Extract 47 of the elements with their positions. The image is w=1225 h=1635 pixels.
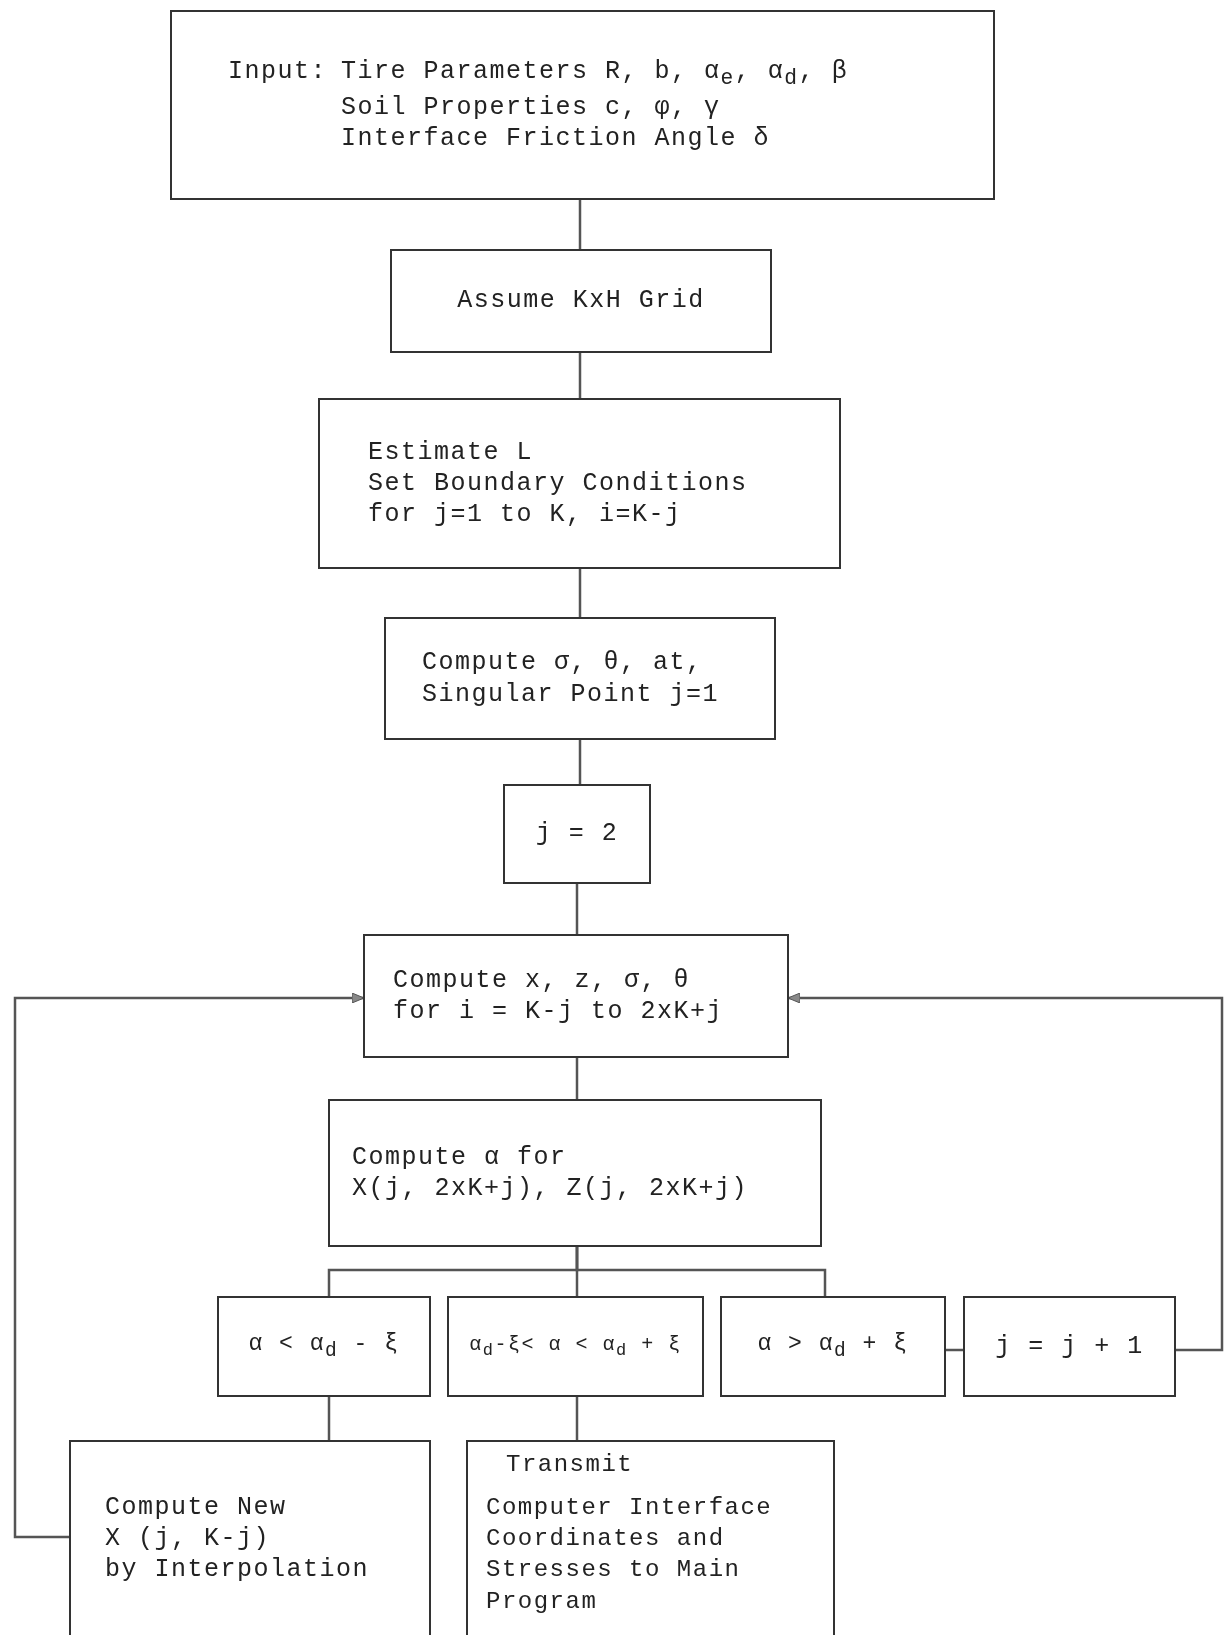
process-box bbox=[384, 617, 776, 740]
box-text: α > α$_{d}$ + ξ bbox=[757, 1329, 909, 1364]
box-heading: Transmit bbox=[505, 1450, 634, 1480]
box-text: Input: bbox=[228, 55, 327, 88]
connector-line bbox=[575, 1058, 579, 1099]
condition-box bbox=[447, 1296, 704, 1397]
box-text: Compute New bbox=[105, 1491, 287, 1523]
connector-line bbox=[575, 1397, 579, 1440]
process-box bbox=[363, 934, 789, 1058]
box-text: Tire Parameters R, b, α$_{e}$, α$_{d}$, β bbox=[341, 55, 849, 92]
box-text: α < α$_{d}$ - ξ bbox=[248, 1329, 400, 1364]
input-box bbox=[170, 10, 995, 200]
box-text: Compute σ, θ, at, bbox=[422, 647, 703, 679]
box-text: Set Boundary Conditions bbox=[368, 467, 748, 500]
connector-line bbox=[578, 569, 582, 617]
box-text: j = j + 1 bbox=[995, 1330, 1144, 1363]
connector-line bbox=[327, 1397, 331, 1440]
connector-line bbox=[578, 353, 582, 398]
connector-line bbox=[575, 1247, 827, 1296]
box-text: Assume KxH Grid bbox=[457, 285, 705, 317]
box-text: α$_{d}$-ξ< α < α$_{d}$ + ξ bbox=[469, 1331, 682, 1362]
box-text: j = 2 bbox=[535, 818, 619, 850]
box-text: Interface Friction Angle δ bbox=[341, 122, 772, 155]
output-box bbox=[466, 1440, 835, 1635]
process-box bbox=[318, 398, 841, 569]
box-text: Soil Properties c, φ, γ bbox=[341, 91, 722, 123]
condition-box bbox=[720, 1296, 946, 1397]
box-text: Computer Interface Coordinates and Stresses to Main Program bbox=[486, 1493, 774, 1617]
box-text: by Interpolation bbox=[105, 1554, 370, 1586]
assignment-box bbox=[963, 1296, 1176, 1397]
connector-line bbox=[575, 884, 579, 934]
box-text: for i = K-j to 2xK+j bbox=[393, 996, 724, 1028]
connector-line bbox=[578, 740, 582, 784]
assignment-box bbox=[503, 784, 651, 884]
box-text: Singular Point j=1 bbox=[422, 678, 720, 710]
condition-box bbox=[217, 1296, 431, 1397]
box-text: Compute α for bbox=[352, 1141, 567, 1173]
connector-line bbox=[578, 200, 582, 249]
process-box bbox=[390, 249, 772, 353]
box-text: X(j, 2xK+j), Z(j, 2xK+j) bbox=[352, 1173, 749, 1205]
process-box bbox=[69, 1440, 431, 1635]
box-text: X (j, K-j) bbox=[105, 1522, 271, 1555]
process-box bbox=[328, 1099, 822, 1247]
box-text: for j=1 to K, i=K-j bbox=[368, 499, 682, 531]
box-text: Compute x, z, σ, θ bbox=[393, 964, 691, 996]
arrow bbox=[13, 992, 365, 1539]
box-text: Estimate L bbox=[368, 436, 534, 468]
